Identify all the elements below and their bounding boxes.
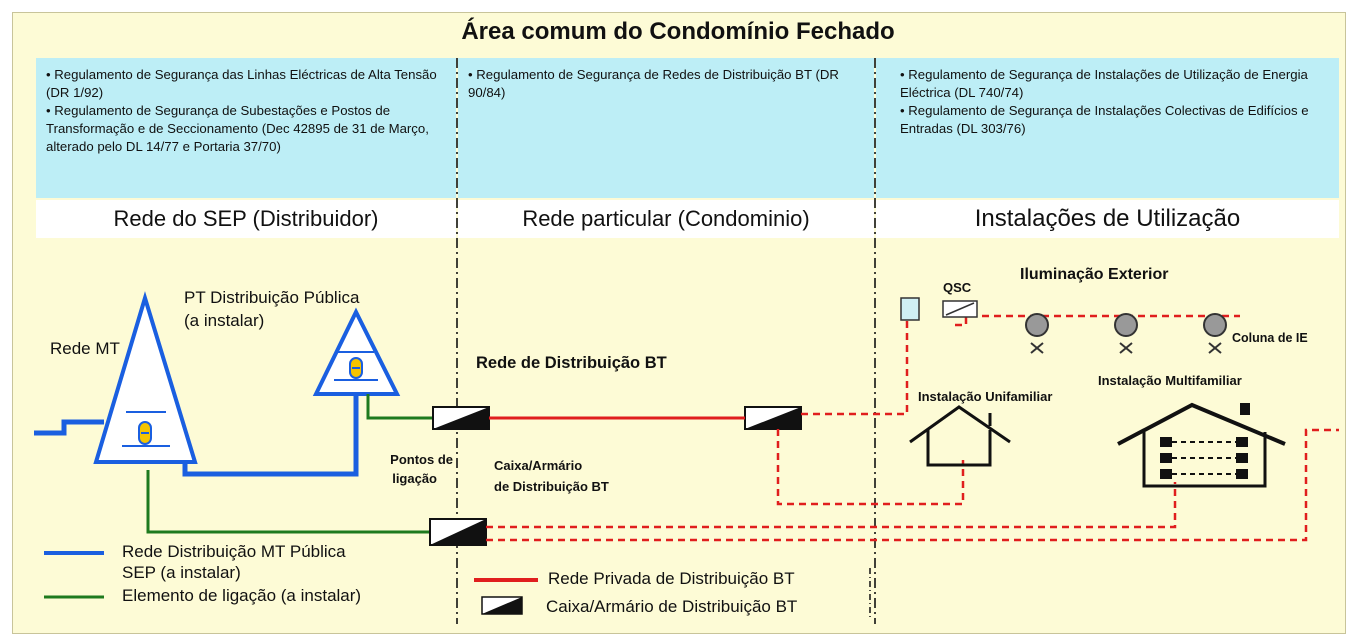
- regulation-item: • Regulamento de Segurança das Linhas El…: [46, 67, 437, 100]
- regulation-item: • Regulamento de Segurança de Instalaçõe…: [900, 103, 1309, 136]
- label-unifamiliar: Instalação Unifamiliar: [918, 389, 1053, 404]
- mt-line-incoming: [34, 419, 104, 436]
- diagram-title: Área comum do Condomínio Fechado: [461, 18, 895, 45]
- label-coluna: Coluna de IE: [1232, 331, 1308, 345]
- lamp-icon: [1025, 313, 1049, 354]
- regulations-sep: • Regulamento de Segurança das Linhas El…: [36, 58, 456, 198]
- bt-cabinet-icon: [429, 518, 487, 546]
- link-element-pt: [366, 394, 433, 420]
- label-pt-line1: PT Distribuição Pública: [184, 288, 360, 307]
- label-pontos-2: ligação: [392, 471, 437, 486]
- section-private: Rede particular (Condominio): [458, 200, 874, 238]
- section-sep: Rede do SEP (Distribuidor): [36, 200, 456, 238]
- legend-mt-label-1: Rede Distribuição MT Pública: [122, 542, 346, 561]
- regulations-installations: • Regulamento de Segurança de Instalaçõe…: [876, 58, 1339, 198]
- legend-cabinet-icon: [481, 596, 523, 615]
- meter-icon: [900, 297, 920, 321]
- lamp-icon: [1203, 313, 1227, 354]
- regulation-item: • Regulamento de Segurança de Redes de D…: [468, 67, 839, 100]
- single-family-house-icon: [909, 405, 1011, 467]
- label-multifamiliar: Instalação Multifamiliar: [1098, 373, 1242, 388]
- label-iluminacao: Iluminação Exterior: [1020, 266, 1169, 283]
- label-qsc: QSC: [943, 280, 972, 295]
- label-pontos-1: Pontos de: [390, 452, 453, 467]
- legend-bt-label: Rede Privada de Distribuição BT: [548, 569, 795, 588]
- multi-family-building-icon: [1117, 402, 1286, 488]
- regulations-private: • Regulamento de Segurança de Redes de D…: [458, 58, 874, 198]
- label-caixa-2: de Distribuição BT: [494, 479, 609, 494]
- label-pt-line2: (a instalar): [184, 311, 265, 330]
- legend-caixa-label: Caixa/Armário de Distribuição BT: [546, 597, 798, 616]
- lamp-icon: [1114, 313, 1138, 354]
- bt-cabinet-icon: [744, 406, 802, 430]
- bt-dashed-branches: [486, 314, 1339, 542]
- label-caixa-1: Caixa/Armário: [494, 458, 583, 473]
- section-installations: Instalações de Utilização: [876, 200, 1339, 238]
- label-rede-bt: Rede de Distribuição BT: [476, 354, 667, 372]
- regulation-item: • Regulamento de Segurança de Subestaçõe…: [46, 103, 429, 154]
- regulation-item: • Regulamento de Segurança de Instalaçõe…: [900, 67, 1308, 100]
- mt-line-to-pt: [182, 394, 359, 477]
- legend-link-label: Elemento de ligação (a instalar): [122, 586, 362, 605]
- label-rede-mt: Rede MT: [50, 339, 120, 358]
- legend-mt-label-2: SEP (a instalar): [122, 563, 241, 582]
- bt-cabinet-icon: [432, 406, 490, 430]
- link-element-mt: [146, 470, 430, 534]
- substation-triangle-icon: [93, 291, 198, 464]
